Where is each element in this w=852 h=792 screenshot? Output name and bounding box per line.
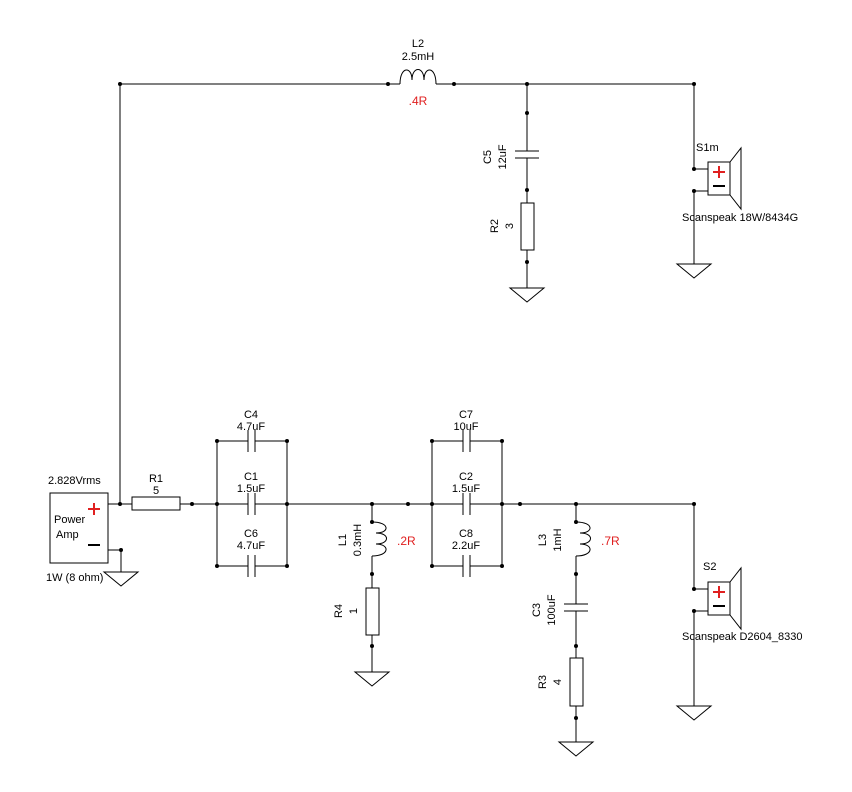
R3-ref: R3: [537, 675, 549, 689]
R4-value: 1: [348, 608, 360, 614]
source-name-line2: Amp: [56, 529, 79, 541]
resistor-R4: R4 1: [333, 587, 391, 687]
source-name-line1: Power: [54, 514, 86, 526]
C1-value: 1.5uF: [237, 483, 265, 495]
C1-ref: C1: [244, 471, 258, 483]
S1m-ref: S1m: [696, 142, 719, 154]
L2-ref: L2: [412, 38, 424, 50]
R2-ref: R2: [489, 219, 501, 233]
resistor-R3: R3 4: [537, 657, 595, 757]
C4-value: 4.7uF: [237, 421, 265, 433]
speaker-S1m: S1m Scanspeak 18W/8434G: [675, 84, 798, 279]
bottom-branch-wires: [120, 502, 696, 506]
ground-S1m: [675, 263, 713, 279]
C6-value: 4.7uF: [237, 540, 265, 552]
ground-R4: [353, 671, 391, 687]
capacitor-bank-2: C7 10uF C2 1.5uF C8 2.2uF: [430, 409, 504, 577]
C3-ref: C3: [531, 603, 543, 617]
S2-model: Scanspeak D2604_8330: [682, 631, 802, 643]
capacitor-C5: C5 12uF: [482, 84, 539, 203]
C2-value: 1.5uF: [452, 483, 480, 495]
L3-resistance: .7R: [601, 534, 620, 548]
S2-ref: S2: [703, 561, 716, 573]
C4-ref: C4: [244, 409, 258, 421]
R2-value: 3: [504, 223, 516, 229]
source-voltage: 2.828Vrms: [48, 475, 101, 487]
capacitor-bank-1: C4 4.7uF C1 1.5uF C6 4.7uF: [215, 409, 289, 577]
inductor-L2: L2 2.5mH .4R: [388, 38, 454, 108]
resistor-R2: R2 3: [489, 202, 535, 288]
C8-ref: C8: [459, 528, 473, 540]
resistor-R1: R1 5: [131, 473, 181, 511]
L3-ref: L3: [537, 534, 549, 546]
C6-ref: C6: [244, 528, 258, 540]
L1-ref: L1: [337, 534, 349, 546]
C5-value: 12uF: [497, 144, 509, 169]
C3-value: 100uF: [546, 594, 558, 625]
R1-value: 5: [153, 485, 159, 497]
top-branch-wires: [118, 82, 696, 504]
C8-value: 2.2uF: [452, 540, 480, 552]
C5-ref: C5: [482, 150, 494, 164]
ground-amp: [102, 571, 140, 587]
L2-value: 2.5mH: [402, 51, 434, 63]
power-amp-source: 2.828Vrms Power Amp 1W (8 ohm): [46, 475, 140, 587]
L1-resistance: .2R: [397, 534, 416, 548]
ground-S2: [675, 705, 713, 721]
C7-ref: C7: [459, 409, 473, 421]
source-power: 1W (8 ohm): [46, 572, 103, 584]
inductor-L3: L3 1mH .7R: [537, 504, 620, 604]
L2-resistance: .4R: [409, 94, 428, 108]
capacitor-C3: C3 100uF: [531, 594, 588, 658]
S1m-model: Scanspeak 18W/8434G: [682, 212, 798, 224]
inductor-L1: L1 0.3mH .2R: [337, 504, 416, 588]
ground-R2: [508, 287, 546, 303]
C7-value: 10uF: [453, 421, 478, 433]
L3-value: 1mH: [552, 528, 564, 551]
R4-ref: R4: [333, 604, 345, 618]
R3-value: 4: [552, 679, 564, 685]
L1-value: 0.3mH: [352, 524, 364, 556]
speaker-S2: S2 Scanspeak D2604_8330: [675, 504, 802, 721]
R1-ref: R1: [149, 473, 163, 485]
C2-ref: C2: [459, 471, 473, 483]
ground-R3: [557, 741, 595, 757]
